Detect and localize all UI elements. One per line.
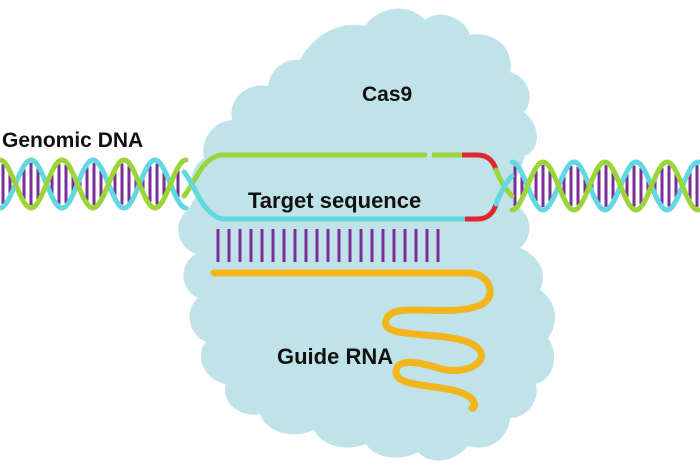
guide-target-base-pairs bbox=[216, 229, 440, 262]
genomic-dna-label: Genomic DNA bbox=[2, 129, 144, 152]
cas9-protein-blob bbox=[178, 8, 555, 461]
guide-rna-strand bbox=[210, 269, 494, 412]
target-strand bbox=[181, 169, 468, 222]
pam-top bbox=[462, 152, 499, 171]
genomic-dna-helix-right bbox=[509, 159, 700, 213]
non-target-strand bbox=[181, 152, 428, 199]
dna-strand-green bbox=[509, 159, 700, 213]
dna-strand-cyan bbox=[0, 157, 189, 211]
dna-strand-green bbox=[0, 157, 189, 211]
strand-bottom-join bbox=[493, 173, 515, 207]
dna-strand-cyan bbox=[509, 159, 700, 213]
pam-bottom bbox=[465, 203, 499, 222]
target-sequence-label: Target sequence bbox=[248, 188, 422, 213]
genomic-dna-helix-left bbox=[0, 157, 189, 211]
cas9-label: Cas9 bbox=[362, 83, 413, 106]
guide-rna-label: Guide RNA bbox=[277, 344, 394, 369]
